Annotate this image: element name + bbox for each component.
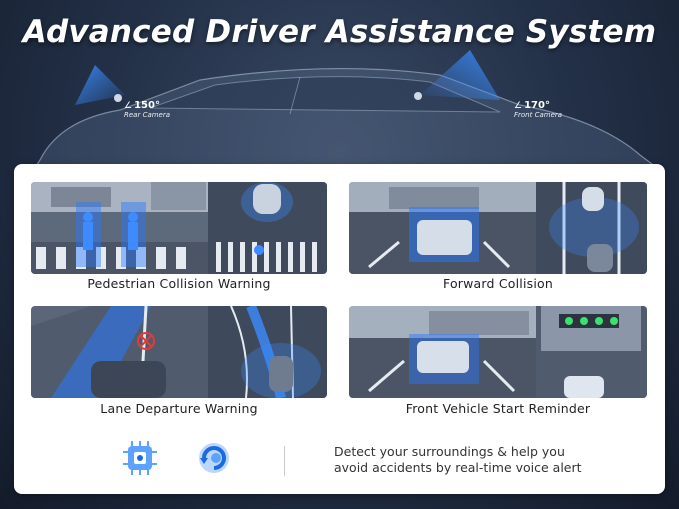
- car-illustration: [28, 50, 662, 176]
- angle-icon: ∠: [514, 100, 523, 111]
- rear-camera-label: ∠ 150° Rear Camera: [124, 100, 170, 119]
- footer-description: Detect your surroundings & help you avoi…: [334, 444, 582, 476]
- features-panel: Pedestrian Collision Warning Forward Col…: [14, 164, 665, 494]
- footer-line-2: avoid accidents by real-time voice alert: [334, 460, 582, 475]
- footer-line-1: Detect your surroundings & help you: [334, 444, 565, 459]
- feature-label-pedestrian: Pedestrian Collision Warning: [87, 276, 271, 291]
- rear-camera-name: Rear Camera: [124, 111, 171, 119]
- voice-alert-icon: [199, 443, 229, 473]
- rear-camera-angle: 150°: [134, 100, 160, 111]
- feature-label-lane-departure: Lane Departure Warning: [100, 401, 258, 416]
- footer-divider: [284, 446, 285, 476]
- front-camera-name: Front Camera: [514, 111, 563, 119]
- lane-departure-scene-image: [31, 306, 327, 398]
- pedestrian-scene-image: [31, 182, 327, 274]
- feature-label-front-vehicle-start: Front Vehicle Start Reminder: [405, 401, 591, 416]
- forward-collision-scene-image: [349, 182, 647, 274]
- front-camera-label: ∠ 170° Front Camera: [514, 100, 562, 119]
- page-title: Advanced Driver Assistance System: [22, 14, 657, 50]
- front-camera-angle: 170°: [524, 100, 550, 111]
- angle-icon: ∠: [124, 100, 133, 111]
- chip-icon: [123, 441, 157, 475]
- feature-label-forward-collision: Forward Collision: [443, 276, 553, 291]
- front-vehicle-start-scene-image: [349, 306, 647, 398]
